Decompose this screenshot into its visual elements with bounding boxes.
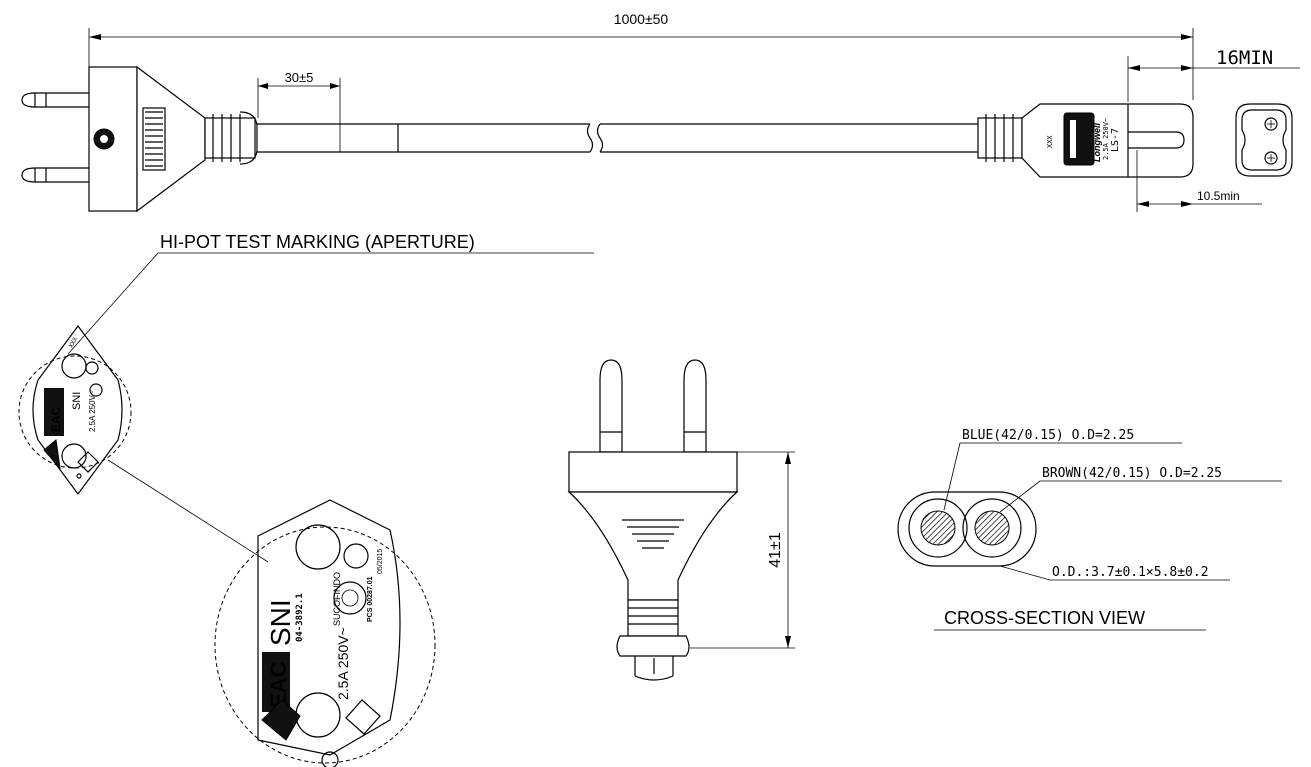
brown-conductor-label: BROWN(42/0.15) O.D=2.25 bbox=[1042, 466, 1222, 481]
cable-cross-section: BLUE(42/0.15) O.D=2.25 BROWN(42/0.15) O.… bbox=[897, 428, 1282, 631]
blue-conductor-label: BLUE(42/0.15) O.D=2.25 bbox=[962, 428, 1134, 443]
plug-body-side bbox=[88, 65, 258, 213]
rating-mark: 2.5A 250V~ bbox=[335, 627, 351, 700]
plug-height-label: 41±1 bbox=[767, 532, 784, 568]
connector-width-label: 10.5min bbox=[1197, 189, 1240, 203]
connector-front-face bbox=[1235, 103, 1293, 177]
connector-model: LS-7 bbox=[1110, 128, 1121, 152]
small-eac-mark: EAC bbox=[49, 406, 63, 432]
connector-brand: Longwell bbox=[1092, 123, 1102, 162]
standard-number: 04-3892.1 bbox=[295, 593, 305, 642]
plug-pins-side bbox=[21, 92, 89, 183]
cord-assembly-top-view: 1000±50 bbox=[21, 11, 1300, 213]
cert-body: SUCOFINDO bbox=[332, 572, 342, 626]
plug-grip-ribs bbox=[142, 107, 166, 171]
strip-length-label: 30±5 bbox=[285, 70, 314, 85]
cross-section-title: CROSS-SECTION VIEW bbox=[944, 608, 1145, 628]
hipot-title: HI-POT TEST MARKING (APERTURE) bbox=[160, 232, 475, 252]
connector-width-dimension: 10.5min bbox=[1136, 150, 1262, 212]
outer-diameter-label: O.D.:3.7±0.1×5.8±0.2 bbox=[1052, 565, 1209, 580]
overall-length-label: 1000±50 bbox=[614, 11, 669, 27]
small-sni-mark: SNI bbox=[71, 392, 83, 410]
hipot-marking-callout: HI-POT TEST MARKING (APERTURE) bbox=[67, 232, 594, 355]
small-code: XXX bbox=[68, 336, 80, 349]
blue-conductor bbox=[920, 510, 956, 546]
plug-face-small: EAC SNI 2.5A 250V~ XXX bbox=[18, 324, 269, 563]
date-mark: 05/2015 bbox=[377, 549, 384, 574]
small-rating: 2.5A 250V~ bbox=[88, 390, 97, 432]
brown-conductor bbox=[974, 510, 1010, 546]
plug-front-grip bbox=[622, 519, 684, 549]
eac-mark: EAC bbox=[266, 661, 291, 708]
cable-side bbox=[257, 123, 978, 153]
connector-rating: 2.5A 250V~ bbox=[1102, 118, 1110, 160]
connector-min-dimension: 16MIN bbox=[1127, 47, 1300, 102]
strip-length-dimension: 30±5 bbox=[257, 70, 341, 152]
connector-min-label: 16MIN bbox=[1216, 47, 1273, 69]
pcs-number: PCS 00287.01 bbox=[367, 576, 374, 622]
plug-front-view: 41±1 bbox=[567, 359, 795, 681]
connector-code: XXX bbox=[1046, 135, 1054, 148]
plug-face-enlarged: SNI EAC 04-3892.1 SUCOFINDO 2.5A 250V~ P… bbox=[214, 499, 436, 767]
overall-length-dimension: 1000±50 bbox=[88, 11, 1194, 100]
appliance-connector-side: XXX LS-7 2.5A 250V~ Longwell bbox=[977, 103, 1194, 178]
plug-height-dimension: 41±1 bbox=[690, 451, 795, 649]
sni-mark: SNI bbox=[265, 599, 296, 646]
